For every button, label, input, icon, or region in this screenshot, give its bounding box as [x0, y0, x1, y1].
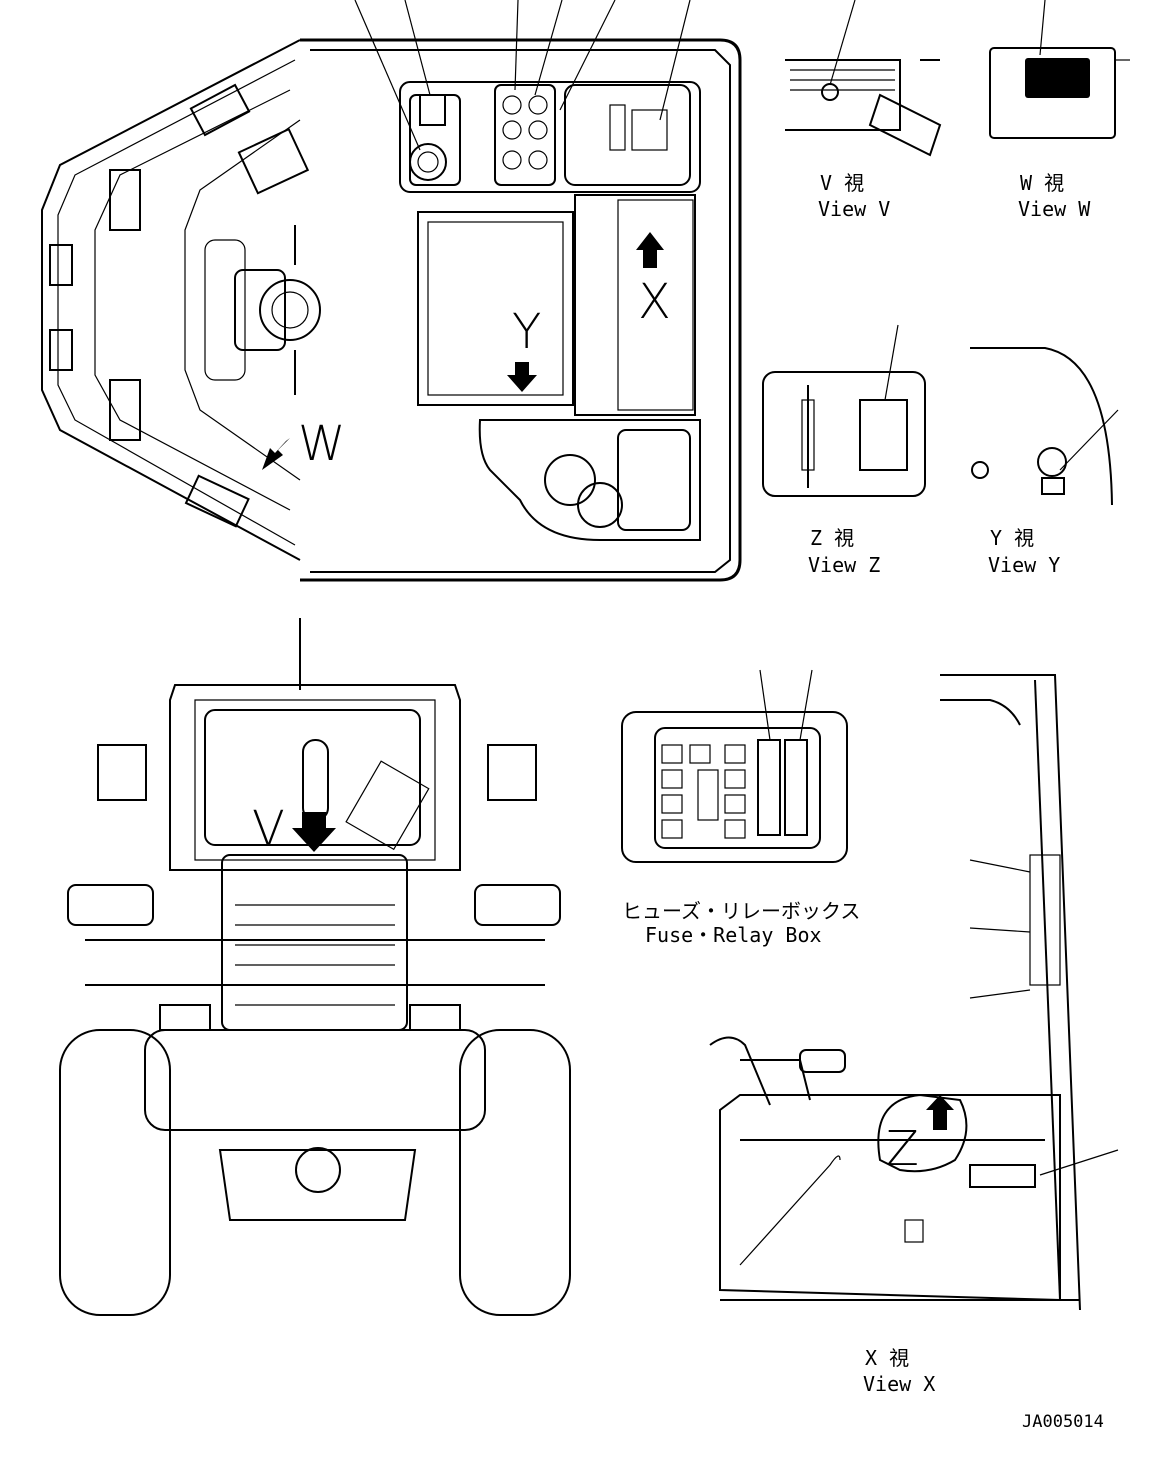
label-y-top: Y: [512, 304, 541, 360]
label-x-top: X: [638, 274, 671, 330]
view-z-en: View Z: [808, 553, 880, 577]
view-z-detail: [762, 324, 926, 497]
fuse-relay-box-detail: [621, 669, 848, 863]
view-x-detail: [709, 674, 1119, 1311]
view-y-detail: [970, 347, 1119, 506]
cab-top-view: [41, 0, 742, 582]
view-z-jp: Z 視: [810, 526, 854, 550]
fuse-box-jp: ヒューズ・リレーボックス: [622, 899, 860, 923]
fuse-box-en: Fuse・Relay Box: [645, 923, 822, 947]
view-v-en: View V: [818, 197, 890, 221]
view-x-en: View X: [863, 1372, 935, 1396]
view-v-detail: [785, 0, 942, 157]
view-y-en: View Y: [988, 553, 1060, 577]
label-w-top: W: [298, 416, 345, 472]
machine-front-view: [59, 618, 571, 1316]
label-v-front: V: [252, 801, 285, 857]
view-x-jp: X 視: [865, 1346, 909, 1370]
view-v-jp: V 視: [820, 171, 864, 195]
view-y-jp: Y 視: [990, 526, 1034, 550]
label-z-side: Z: [886, 1121, 919, 1177]
view-w-en: View W: [1018, 197, 1091, 221]
view-w-detail: [989, 0, 1130, 139]
view-w-jp: W 視: [1020, 171, 1064, 195]
drawing-code: JA005014: [1022, 1412, 1104, 1432]
